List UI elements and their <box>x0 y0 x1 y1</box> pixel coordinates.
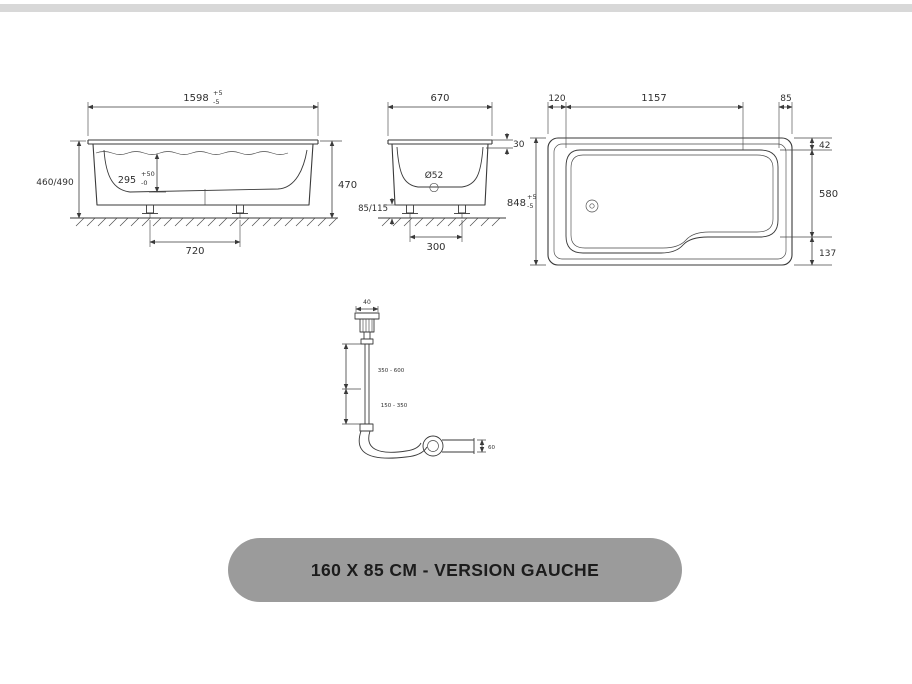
plan-offset-right-dim: 85 <box>780 94 791 104</box>
drain-kit-dimensions <box>342 306 486 453</box>
end-drain-dim: Ø52 <box>425 170 444 181</box>
end-rim-dim: 30 <box>513 140 525 150</box>
plan-offset-left-dim: 120 <box>548 94 565 104</box>
plan-width-tol-minus: -5 <box>527 202 533 210</box>
drain-kit-parts <box>354 312 475 459</box>
drain-hose-length-dim: 150 - 350 <box>381 403 408 409</box>
plan-width-dim: 848 <box>507 198 526 209</box>
side-feet <box>142 204 248 218</box>
side-view: 1598 +5 -5 460/490 295 +50 -0 470 720 <box>36 89 357 257</box>
plan-width-tol-plus: +5 <box>527 193 537 201</box>
side-tub-outline <box>87 139 319 206</box>
side-depth-tol-minus: -0 <box>141 179 147 187</box>
side-height-right-dim: 470 <box>338 180 357 191</box>
end-width-dim: 670 <box>430 93 449 104</box>
side-depth-dim: 295 <box>118 175 136 186</box>
end-foot-height-dim: 85/115 <box>358 204 388 214</box>
plan-dimensions <box>530 102 832 266</box>
side-depth-tol-plus: +50 <box>141 170 155 178</box>
drain-knob-width-dim: 40 <box>363 299 371 306</box>
drain-outlet-height-dim: 60 <box>488 445 495 451</box>
side-height-dim: 460/490 <box>36 178 74 188</box>
side-feet-spacing-dim: 720 <box>185 246 204 257</box>
top-strip <box>0 4 912 12</box>
banner-label: 160 X 85 CM - VERSION GAUCHE <box>310 559 600 580</box>
plan-edge-top-dim: 42 <box>819 141 830 151</box>
side-dimensions <box>70 102 342 247</box>
end-view: 670 30 Ø52 85/115 300 <box>358 93 525 253</box>
end-tub-outline <box>387 139 493 206</box>
end-feet <box>402 204 470 218</box>
drain-cable-length-dim: 350 - 600 <box>378 368 405 374</box>
end-ground <box>378 217 506 227</box>
plan-drain-hole <box>585 199 599 213</box>
end-feet-spacing-dim: 300 <box>426 242 445 253</box>
drain-kit-view: 40 350 - 600 150 - 350 60 <box>342 299 495 459</box>
plan-edge-bottom-dim: 137 <box>819 249 836 259</box>
side-length-dim: 1598 <box>183 93 208 104</box>
plan-inner-length-dim: 1157 <box>641 93 666 104</box>
end-dimensions <box>384 102 513 242</box>
side-length-tol-plus: +5 <box>213 89 223 97</box>
plan-view: 120 1157 85 42 580 137 848 +5 -5 <box>507 93 838 266</box>
end-drain-hole <box>429 182 439 193</box>
size-version-banner: 160 X 85 CM - VERSION GAUCHE <box>228 538 682 602</box>
plan-tub-outline <box>547 137 793 266</box>
side-length-tol-minus: -5 <box>213 98 219 106</box>
side-ground <box>70 217 338 227</box>
plan-inner-width-dim: 580 <box>819 189 838 200</box>
